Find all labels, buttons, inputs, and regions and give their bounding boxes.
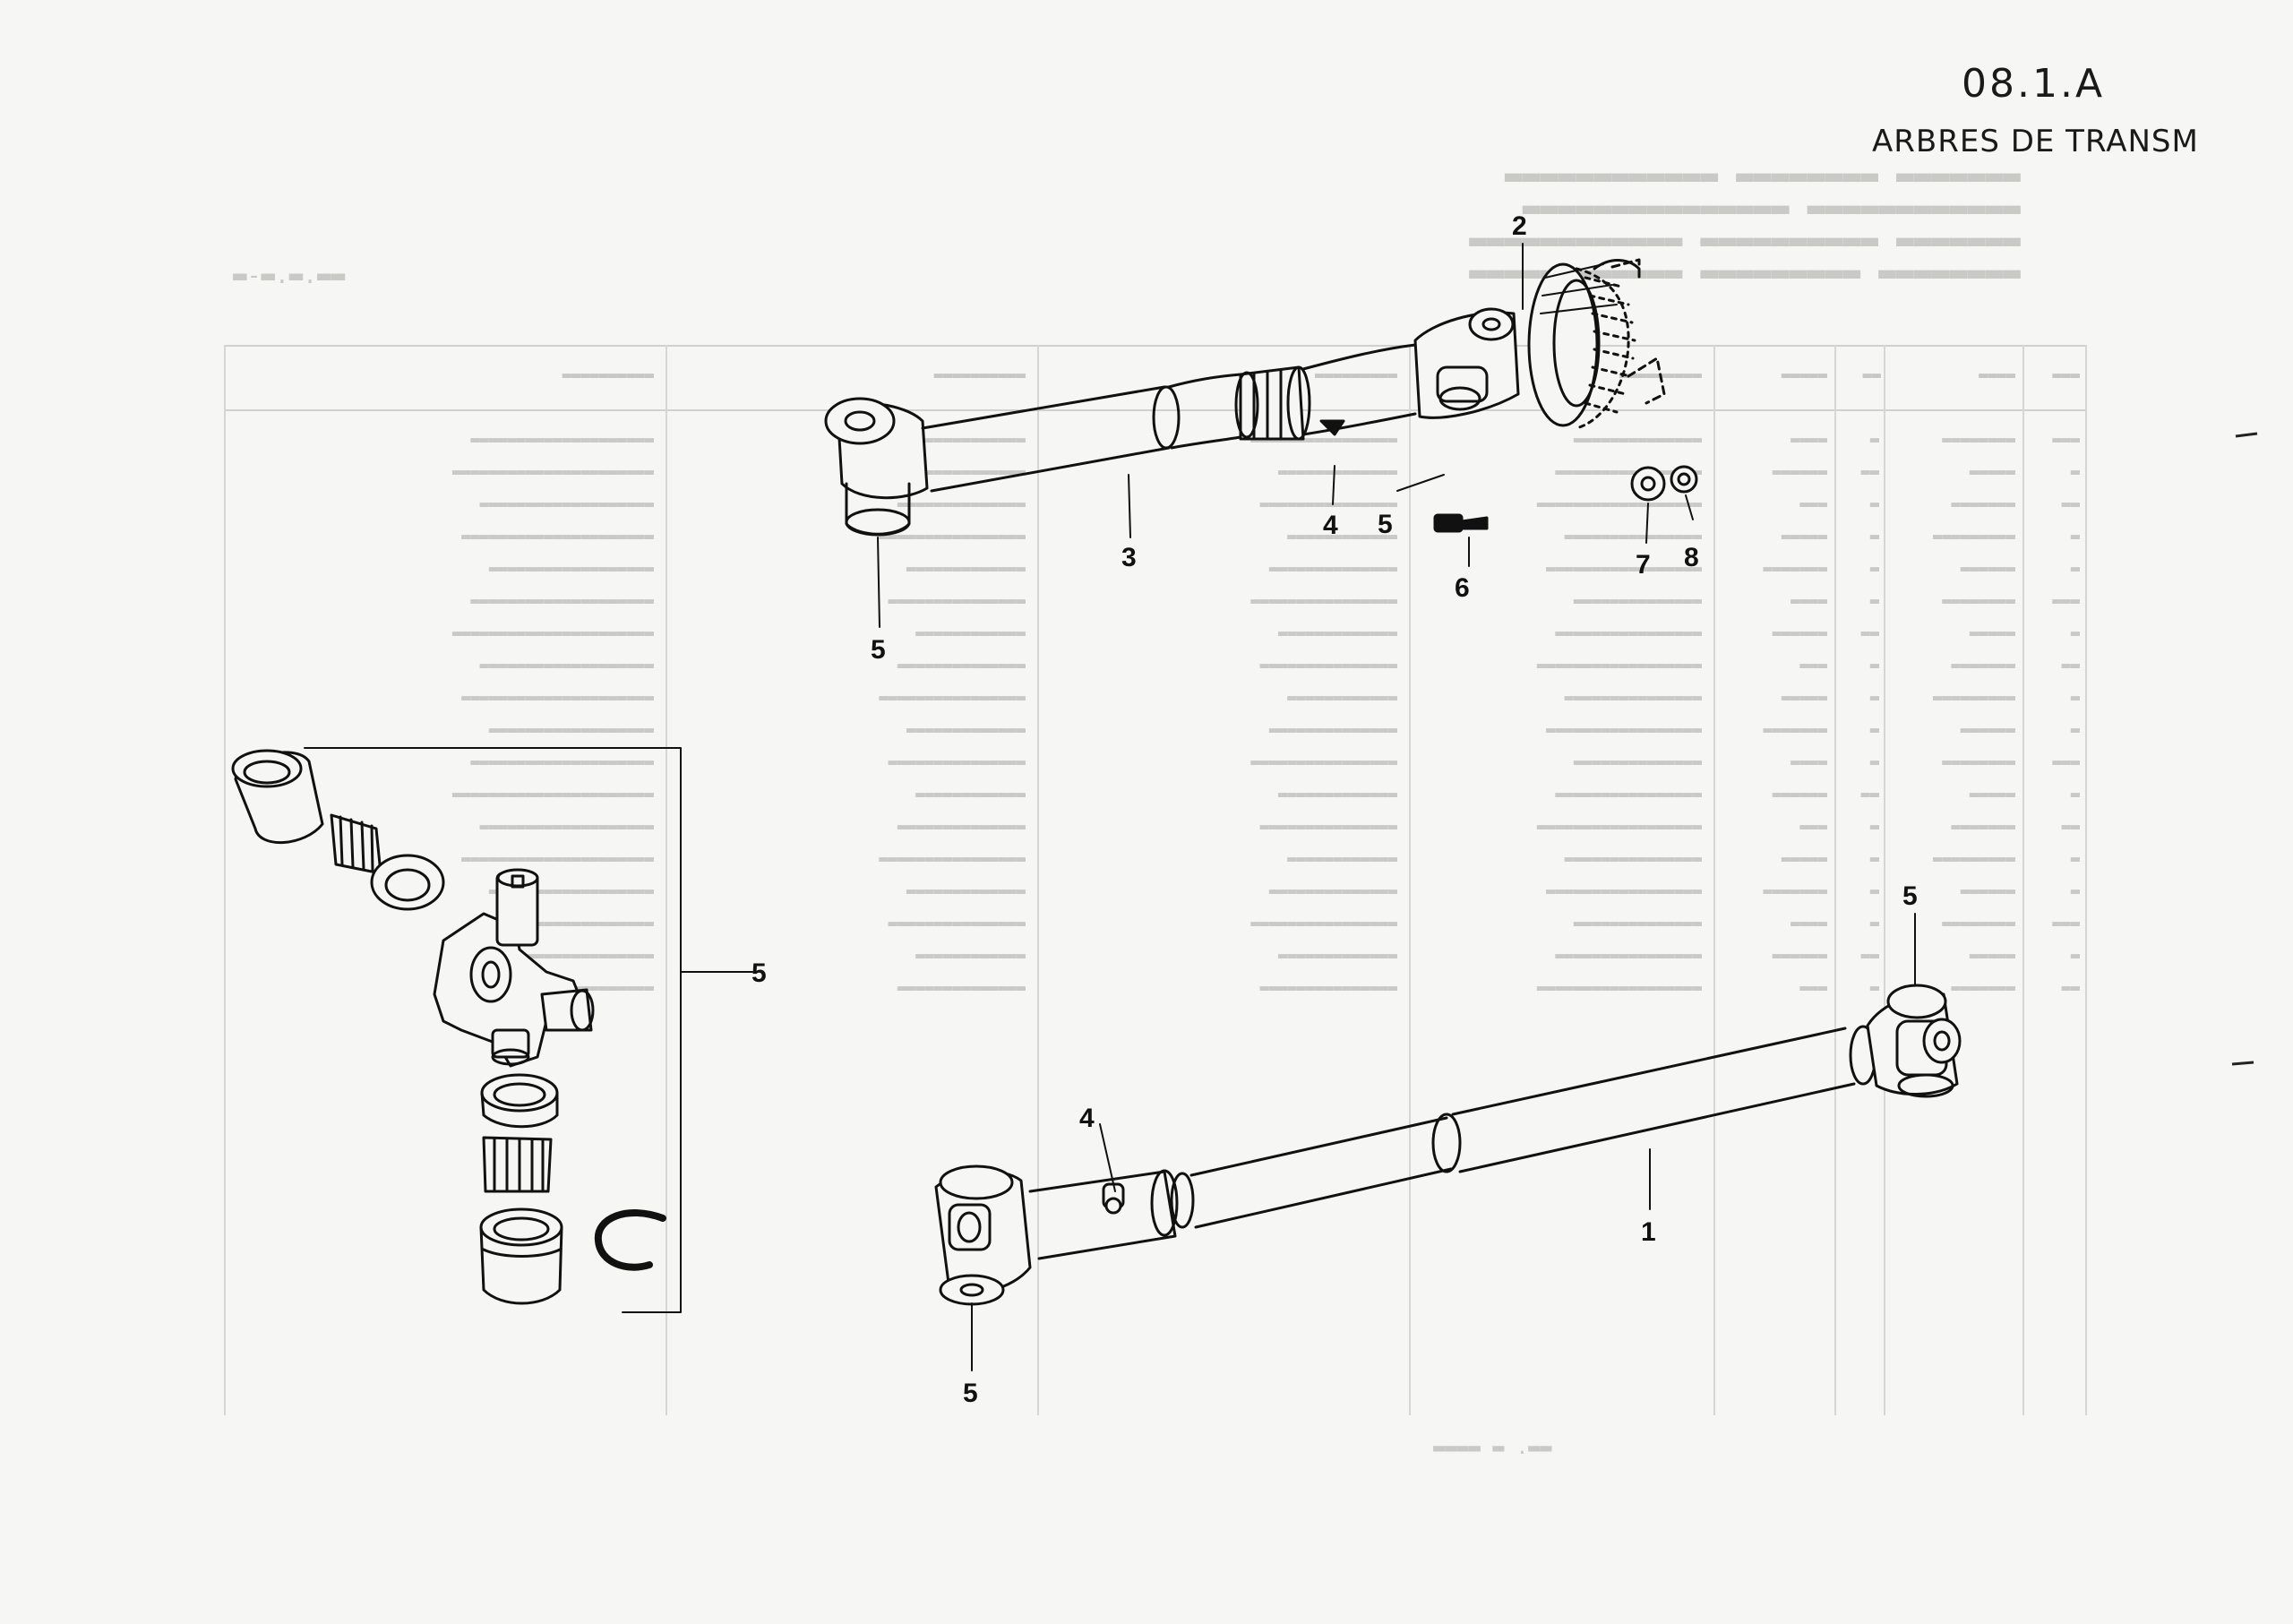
callout-7: 7 bbox=[1636, 550, 1651, 580]
callout-4-upper: 4 bbox=[1323, 511, 1338, 540]
callout-5-upper: 5 bbox=[1378, 510, 1393, 539]
callout-4-lower: 4 bbox=[1079, 1104, 1095, 1133]
callout-3: 3 bbox=[1121, 543, 1137, 572]
callout-5-left-upper: 5 bbox=[871, 635, 886, 665]
callout-6: 6 bbox=[1455, 573, 1470, 603]
exploded-universal-joint bbox=[231, 747, 753, 1313]
callout-labels: 2 3 4 5 6 7 8 5 5 5 4 1 5 bbox=[751, 211, 1918, 1408]
callout-5-lower: 5 bbox=[963, 1379, 978, 1408]
callout-8: 8 bbox=[1684, 543, 1699, 572]
page-code: 08.1.A bbox=[1962, 61, 2106, 107]
lower-shaft bbox=[934, 913, 1962, 1371]
callout-5-right: 5 bbox=[1902, 881, 1918, 911]
callout-1: 1 bbox=[1641, 1217, 1656, 1247]
callout-2: 2 bbox=[1512, 211, 1527, 241]
upper-shaft bbox=[824, 243, 1698, 628]
page-subtitle: ARBRES DE TRANSM bbox=[1872, 124, 2199, 159]
margin-marks bbox=[2231, 432, 2258, 1066]
callout-5-exploded: 5 bbox=[751, 958, 767, 988]
